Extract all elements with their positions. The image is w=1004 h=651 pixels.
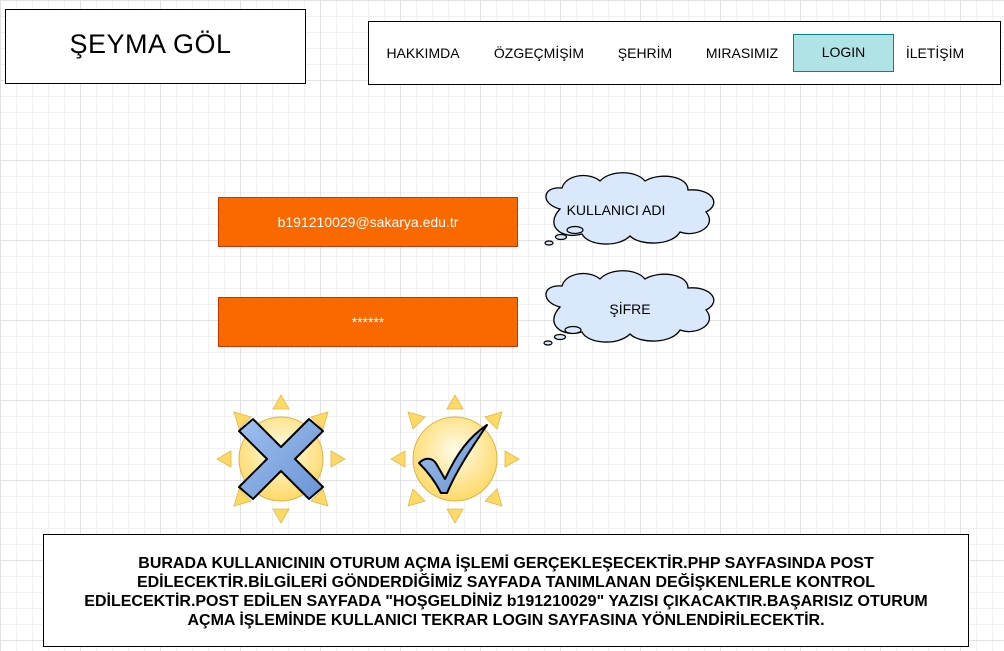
description-text: BURADA KULLANICININ OTURUM AÇMA İŞLEMİ G…: [84, 554, 928, 629]
nav-item-login[interactable]: LOGIN: [793, 34, 894, 72]
confirm-button[interactable]: [390, 394, 520, 524]
username-callout-label: KULLANICI ADI: [567, 202, 666, 218]
description-note: BURADA KULLANICININ OTURUM AÇMA İŞLEMİ G…: [43, 534, 969, 647]
cancel-button[interactable]: [216, 394, 346, 524]
username-callout-cloud: KULLANICI ADI: [544, 172, 715, 246]
nav-item-hakkimda[interactable]: HAKKIMDA: [386, 45, 460, 61]
password-callout-cloud: ŞİFRE: [543, 270, 715, 346]
sun-rays: [390, 394, 520, 524]
main-nav: HAKKIMDA ÖZGEÇMİŞİM ŞEHRİM MIRASIMIZ LOG…: [368, 21, 1001, 85]
password-callout-label: ŞİFRE: [609, 300, 650, 317]
sun-rays: [216, 394, 346, 524]
x-mark-icon: [238, 418, 324, 500]
nav-item-mirasimiz[interactable]: MIRASIMIZ: [705, 45, 779, 61]
site-title: ŞEYMA GÖL: [69, 29, 232, 59]
password-field[interactable]: ******: [218, 297, 518, 347]
nav-item-iletisim[interactable]: İLETİŞİM: [905, 45, 965, 61]
logo-box: ŞEYMA GÖL: [5, 9, 306, 84]
nav-item-ozgecmisim[interactable]: ÖZGEÇMİŞİM: [493, 45, 585, 61]
nav-item-sehrim[interactable]: ŞEHRİM: [617, 45, 673, 61]
checkmark-icon: [418, 424, 488, 494]
username-field[interactable]: b191210029@sakarya.edu.tr: [218, 197, 518, 247]
